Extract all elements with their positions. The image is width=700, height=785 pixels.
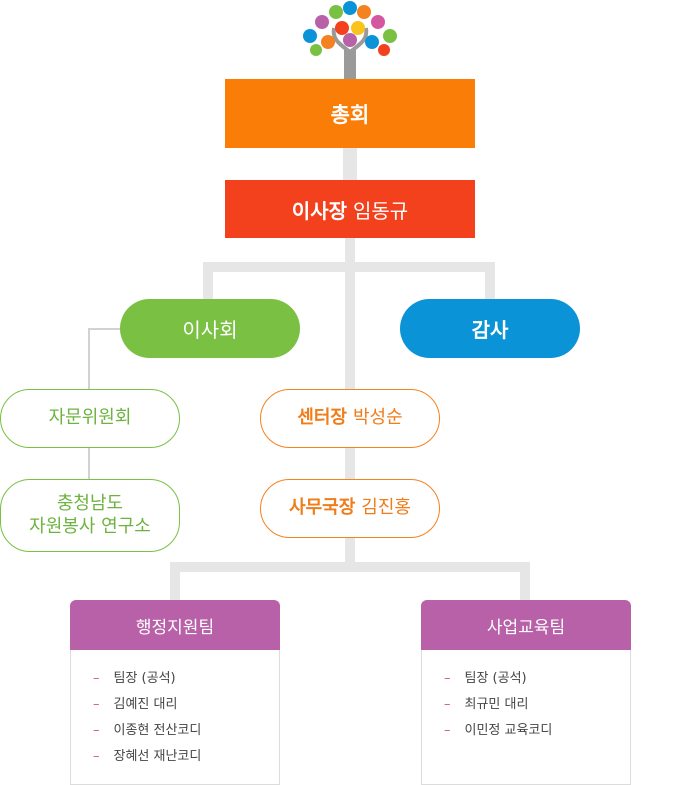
auditor-label: 감사 bbox=[471, 318, 509, 342]
connector-advisory-institute bbox=[88, 448, 90, 480]
list-item: –김예진 대리 bbox=[93, 697, 178, 712]
list-item: –팀장 (공석) bbox=[93, 671, 176, 686]
member-name: 이민정 교육코디 bbox=[464, 723, 553, 738]
general-assembly-box: 총회 bbox=[225, 79, 475, 148]
connector-board-side-v bbox=[88, 328, 90, 390]
member-name: 최규민 대리 bbox=[464, 697, 529, 712]
advisory-committee-box: 자문위원회 bbox=[0, 389, 180, 448]
tree-logo-icon bbox=[303, 1, 397, 80]
institute-line2: 자원봉사 연구소 bbox=[29, 515, 151, 537]
member-name: 이종현 전산코디 bbox=[113, 723, 202, 738]
list-item: –장혜선 재난코디 bbox=[93, 749, 202, 764]
secretary-general-name: 김진홍 bbox=[361, 497, 411, 519]
auditor-box: 감사 bbox=[400, 299, 580, 358]
list-item: –이민정 교육코디 bbox=[444, 723, 553, 738]
team-header: 사업교육팀 bbox=[421, 600, 631, 650]
connector-teams-bar bbox=[170, 562, 530, 572]
connector-auditor-drop bbox=[485, 262, 495, 302]
center-director-name: 박성순 bbox=[353, 407, 403, 429]
center-director-title: 센터장 bbox=[297, 407, 347, 429]
team-member-list: –팀장 (공석) –김예진 대리 –이종현 전산코디 –장혜선 재난코디 bbox=[71, 650, 279, 770]
connector-board-side-h bbox=[88, 328, 124, 330]
team-title: 사업교육팀 bbox=[486, 617, 566, 638]
connector-board-drop bbox=[203, 262, 213, 302]
connector-team1-drop bbox=[170, 562, 180, 602]
member-name: 장혜선 재난코디 bbox=[113, 749, 202, 764]
board-label: 이사회 bbox=[182, 318, 238, 342]
secretary-general-title: 사무국장 bbox=[289, 497, 356, 519]
team-admin-support: 행정지원팀 –팀장 (공석) –김예진 대리 –이종현 전산코디 –장혜선 재난… bbox=[70, 600, 280, 785]
team-header: 행정지원팀 bbox=[70, 600, 280, 650]
team-body: –팀장 (공석) –최규민 대리 –이민정 교육코디 bbox=[421, 650, 631, 785]
team-program-education: 사업교육팀 –팀장 (공석) –최규민 대리 –이민정 교육코디 bbox=[421, 600, 631, 785]
member-name: 팀장 (공석) bbox=[464, 671, 527, 686]
team-member-list: –팀장 (공석) –최규민 대리 –이민정 교육코디 bbox=[422, 650, 630, 744]
member-name: 김예진 대리 bbox=[113, 697, 178, 712]
list-item: –이종현 전산코디 bbox=[93, 723, 202, 738]
secretary-general-box: 사무국장 김진홍 bbox=[260, 479, 440, 538]
list-item: –최규민 대리 bbox=[444, 697, 529, 712]
chairman-name: 임동규 bbox=[353, 198, 409, 223]
volunteer-institute-box: 충청남도 자원봉사 연구소 bbox=[0, 479, 180, 552]
member-name: 팀장 (공석) bbox=[113, 671, 176, 686]
general-assembly-label: 총회 bbox=[330, 102, 370, 127]
chairman-box: 이사장 임동규 bbox=[225, 180, 475, 238]
team-title: 행정지원팀 bbox=[135, 617, 215, 638]
center-director-box: 센터장 박성순 bbox=[260, 389, 440, 448]
connector-team2-drop bbox=[520, 562, 530, 602]
connector-board-auditor-bar bbox=[203, 262, 495, 272]
board-box: 이사회 bbox=[120, 299, 300, 358]
list-item: –팀장 (공석) bbox=[444, 671, 527, 686]
advisory-committee-label: 자문위원회 bbox=[48, 407, 132, 429]
team-body: –팀장 (공석) –김예진 대리 –이종현 전산코디 –장혜선 재난코디 bbox=[70, 650, 280, 785]
connector-trunk-top bbox=[343, 148, 357, 180]
chairman-title: 이사장 bbox=[291, 198, 347, 223]
institute-line1: 충청남도 bbox=[56, 493, 124, 514]
